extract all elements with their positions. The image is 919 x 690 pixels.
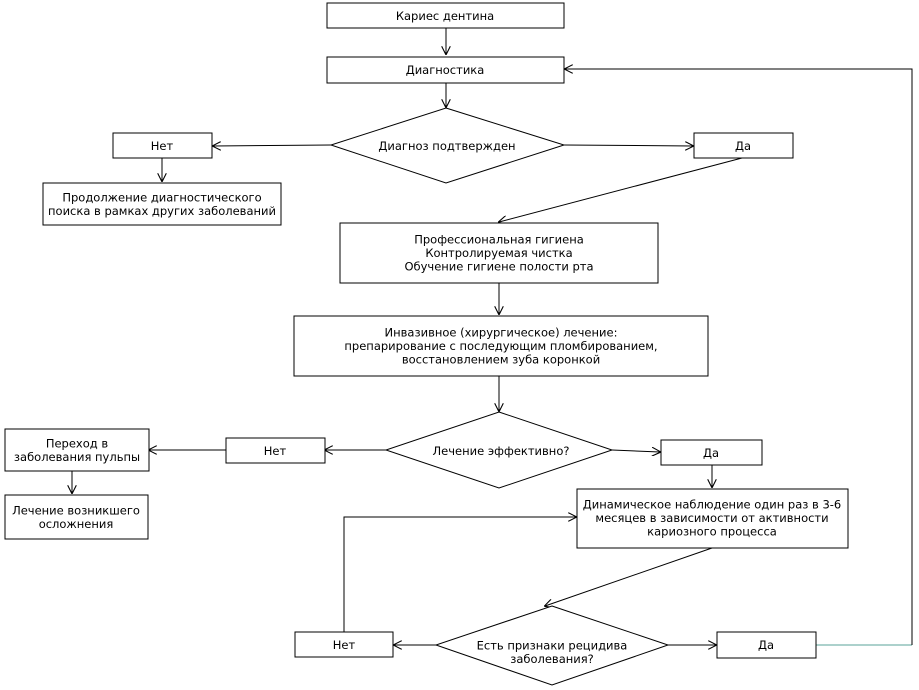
node-yes-2-text: Да	[703, 446, 719, 460]
no-3-line: Нет	[333, 638, 356, 652]
edge-decision-2-to-yes-2	[611, 450, 660, 452]
observation-line: месяцев в зависимости от активности	[595, 511, 828, 525]
node-diagnostics: Диагностика	[326, 56, 565, 84]
diagnostics-line: Диагностика	[406, 63, 485, 77]
node-no-1-text: Нет	[151, 139, 174, 153]
node-yes-3: Да	[716, 631, 817, 659]
hygiene-line: Профессиональная гигиена	[414, 233, 584, 247]
edge-no-3-to-observation	[343, 517, 576, 632]
caries-line: Кариес дентина	[396, 9, 494, 23]
complication-line: Лечение возникшего	[12, 503, 140, 517]
edge-yes-3-to-diagnostics	[565, 69, 913, 645]
complication-line: осложнения	[39, 517, 114, 531]
node-yes-2: Да	[660, 439, 763, 466]
relapse-line: заболевания?	[510, 652, 594, 666]
invasive-line: восстановлением зуба коронкой	[402, 353, 600, 367]
node-no-3-text: Нет	[333, 638, 356, 652]
node-invasive-text: Инвазивное (хирургическое) лечение:препа…	[344, 326, 657, 367]
node-yes-1-text: Да	[735, 139, 751, 153]
observation-line: кариозного процесса	[647, 525, 777, 539]
continue-search-line: поиска в рамках других заболеваний	[48, 204, 276, 218]
edge-observation-to-decision-3	[545, 547, 713, 606]
edge-decision-to-no-1	[213, 145, 332, 146]
decision-diagnosis-confirmed: Диагноз подтвержден	[329, 107, 566, 184]
yes-3-line: Да	[758, 638, 774, 652]
node-diagnostics-text: Диагностика	[406, 63, 485, 77]
decision-diagnosis-confirmed-text: Диагноз подтвержден	[378, 139, 515, 153]
treatment-effective-line: Лечение эффективно?	[433, 444, 570, 458]
node-no-2: Нет	[225, 437, 326, 464]
edge-yes-1-to-hygiene	[499, 157, 743, 222]
continue-search-line: Продолжение диагностического	[62, 190, 261, 204]
yes-2-line: Да	[703, 446, 719, 460]
no-2-line: Нет	[264, 444, 287, 458]
no-1-line: Нет	[151, 139, 174, 153]
node-no-2-text: Нет	[264, 444, 287, 458]
hygiene-line: Обучение гигиене полости рта	[404, 260, 593, 274]
decision-treatment-effective: Лечение эффективно?	[384, 411, 614, 489]
node-yes-1: Да	[693, 132, 794, 159]
node-yes-3-text: Да	[758, 638, 774, 652]
node-no-1: Нет	[112, 132, 213, 159]
invasive-line: препарирование с последующим пломбирован…	[344, 339, 657, 353]
yes-1-line: Да	[735, 139, 751, 153]
node-caries: Кариес дентина	[326, 2, 565, 29]
decision-treatment-effective-text: Лечение эффективно?	[433, 444, 570, 458]
invasive-line: Инвазивное (хирургическое) лечение:	[385, 326, 618, 340]
node-caries-text: Кариес дентина	[396, 9, 494, 23]
pulp-line: заболевания пульпы	[14, 450, 140, 464]
edge-decision-to-yes-1	[563, 145, 693, 146]
node-invasive: Инвазивное (хирургическое) лечение:препа…	[293, 315, 709, 377]
pulp-line: Переход в	[46, 436, 109, 450]
observation-line: Динамическое наблюдение один раз в 3-6	[583, 498, 842, 512]
diagnosis-confirmed-line: Диагноз подтвержден	[378, 139, 515, 153]
relapse-line: Есть признаки рецидива	[477, 638, 628, 652]
hygiene-line: Контролируемая чистка	[425, 246, 572, 260]
node-no-3: Нет	[294, 631, 394, 658]
